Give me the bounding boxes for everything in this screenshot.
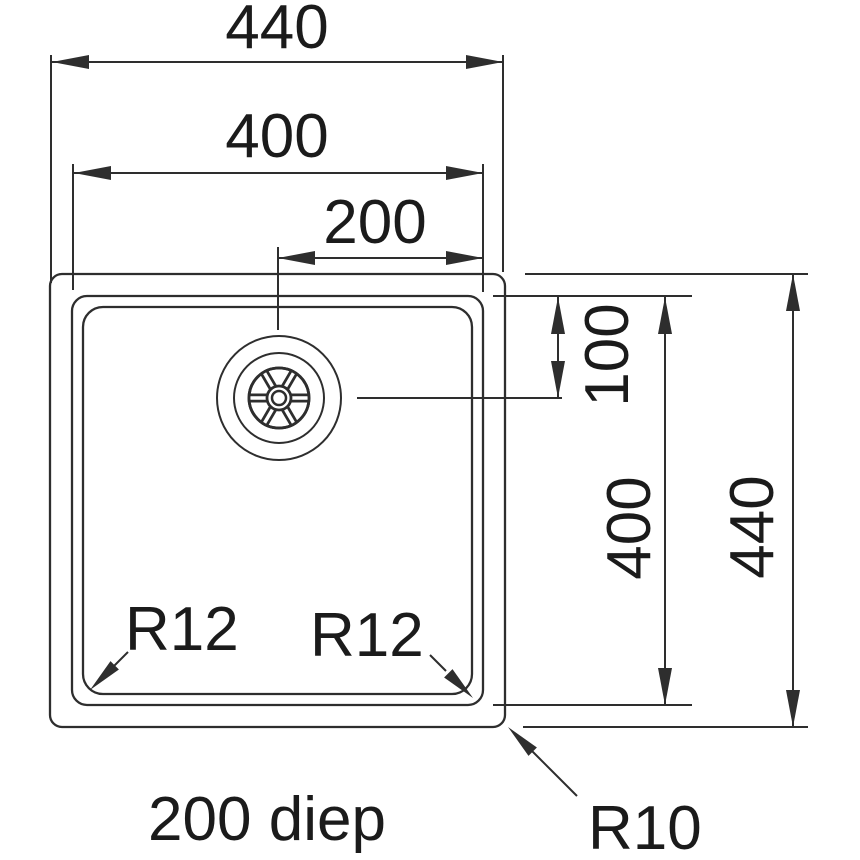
arrow-100-right-up: [551, 297, 565, 334]
dim-text-400-right: 400: [595, 476, 664, 579]
sink-outlines: [48, 272, 507, 729]
drain-hub-outer: [265, 384, 293, 412]
arrow-leader-r10: [508, 727, 537, 756]
dim-text-100-right: 100: [573, 303, 642, 406]
arrow-200-top-right: [446, 251, 483, 265]
arrow-400-top-right: [446, 166, 483, 180]
label-depth: 200 diep: [148, 785, 386, 854]
sink-outer-outline: [48, 272, 507, 729]
leader-line-r12-right: [429, 654, 447, 672]
arrow-440-top-right: [466, 55, 503, 69]
arrow-400-right-down: [658, 668, 672, 705]
drain-strainer-rim-overlay: [247, 366, 311, 430]
drain-outer-ring: [216, 335, 342, 461]
dim-text-440-top: 440: [225, 0, 328, 62]
dim-text-440-right: 440: [718, 475, 787, 578]
dimension-lines: [50, 55, 808, 797]
arrow-200-top-left: [278, 251, 315, 265]
drain-hub-inner: [270, 389, 288, 407]
arrow-440-top-left: [52, 55, 89, 69]
arrow-leader-r12-right: [444, 669, 473, 698]
dimension-arrowheads: [52, 55, 800, 756]
label-r12-left: R12: [125, 595, 239, 664]
leader-line-r12-left: [112, 651, 129, 668]
dim-text-400-top: 400: [225, 102, 328, 171]
dimension-texts: 440 400 200 100 400 440 R12 R12 R10 200 …: [125, 0, 787, 860]
arrow-leader-r12-left: [90, 661, 119, 690]
arrow-400-right-up: [658, 297, 672, 334]
leader-line-r10: [529, 748, 578, 797]
arrow-100-right-down: [551, 361, 565, 398]
label-r12-right: R12: [310, 601, 424, 670]
drain: [216, 335, 342, 461]
dim-text-200-top: 200: [323, 188, 426, 257]
arrow-400-top-left: [74, 166, 111, 180]
arrow-440-right-down: [786, 690, 800, 727]
drain-middle-ring: [233, 352, 325, 444]
label-r10: R10: [588, 794, 702, 860]
arrow-440-right-up: [786, 274, 800, 311]
